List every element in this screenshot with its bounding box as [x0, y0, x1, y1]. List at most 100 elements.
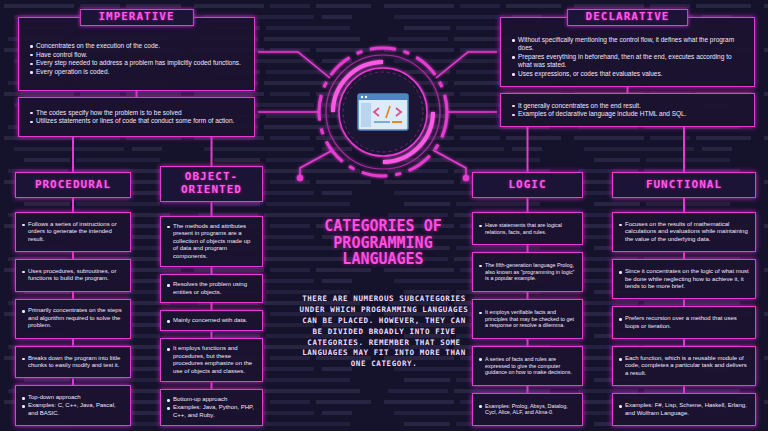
bullet-text: Top-down approach: [21, 394, 125, 402]
text-holder: A series of facts and rules are expresse…: [473, 351, 582, 380]
bullet-text: Mainly concerned with data.: [166, 317, 257, 325]
bullet-text: Resolves the problem using entities or o…: [166, 281, 257, 296]
center-emblem: [319, 48, 447, 176]
bullet-text: Examples: F#, Lisp, Scheme, Haskell, Erl…: [618, 402, 750, 417]
bullet-text: Prefers recursion over a method that use…: [618, 315, 750, 330]
bullet-text: Examples of declarative language include…: [511, 110, 746, 118]
text-holder: The methods and attributes present in pr…: [161, 218, 262, 265]
diagram-title: CATEGORIES OF PROGRAMMING LANGUAGES: [318, 218, 448, 268]
feature-box: Resolves the problem using entities or o…: [160, 274, 263, 303]
bullet-text: Follows a series of instructions or orde…: [21, 221, 125, 244]
bullet-text: Uses expressions, or codes that evaluate…: [511, 70, 746, 78]
connector-line: [211, 382, 213, 389]
feature-box: Mainly concerned with data.: [160, 310, 263, 331]
feature-box: It employs functions and procedures, but…: [160, 338, 263, 382]
bullet-text: Uses procedures, subroutines, or functio…: [21, 268, 125, 283]
bullet-text: It employs functions and procedures, but…: [166, 345, 257, 375]
bullet-text: Have statements that are logical relatio…: [478, 222, 577, 236]
text-holder: Follows a series of instructions or orde…: [16, 216, 130, 248]
connector-line: [527, 339, 529, 346]
text-holder: Mainly concerned with data.: [161, 312, 262, 329]
text-holder: Bottom-up approachExamples: Java, Python…: [161, 392, 262, 424]
connector-line: [72, 137, 74, 172]
connector-line: [683, 386, 685, 393]
code-window-icon: [358, 94, 408, 130]
subcategory-tab: LOGIC: [472, 172, 583, 198]
feature-box: Primarily concentrates on the steps and …: [15, 299, 131, 339]
category-panel: DECLARATIVEWithout specifically mentioni…: [500, 17, 755, 87]
feature-box: Uses procedures, subroutines, or functio…: [15, 259, 131, 292]
text-holder: Focuses on the results of mathematical c…: [613, 216, 755, 248]
bullet-text: The codes specify how the problem is to …: [29, 109, 246, 117]
feature-box: Top-down approachExamples: C, C++, Java,…: [15, 385, 131, 426]
feature-box: Examples: Prolog, Absys, Datalog, Cycl, …: [472, 393, 583, 426]
heading-text: LOGIC: [477, 179, 578, 192]
bullet-text: Since it concentrates on the logic of wh…: [618, 268, 750, 291]
feature-box: It employs verifiable facts and principl…: [472, 299, 583, 339]
feature-box: Bottom-up approachExamples: Java, Python…: [160, 389, 263, 426]
feature-box: Have statements that are logical relatio…: [472, 212, 583, 245]
text-holder: FUNCTIONAL: [613, 176, 755, 195]
feature-box: A series of facts and rules are expresse…: [472, 346, 583, 386]
text-holder: OBJECT-ORIENTED: [161, 168, 262, 199]
bullet-text: A series of facts and rules are expresse…: [478, 356, 577, 376]
feature-box: The fifth-generation language Prolog, al…: [472, 252, 583, 292]
bullet-text: Focuses on the results of mathematical c…: [618, 221, 750, 244]
subcategory-tab: PROCEDURAL: [15, 172, 131, 198]
text-holder: Primarily concentrates on the steps and …: [16, 303, 130, 335]
connector-line: [683, 299, 685, 306]
bullet-text: Utilizes statements or lines of code tha…: [29, 117, 246, 125]
feature-box: Prefers recursion over a method that use…: [612, 306, 756, 339]
bullet-text: Primarily concentrates on the steps and …: [21, 307, 125, 330]
connector-line: [211, 331, 213, 338]
heading-text: PROCEDURAL: [20, 179, 126, 192]
subcategory-tab: FUNCTIONAL: [612, 172, 756, 198]
bullet-text: Without specifically mentioning the cont…: [511, 36, 746, 52]
connector-line: [683, 252, 685, 259]
bullet-text: The fifth-generation language Prolog, al…: [478, 262, 577, 282]
connector-line: [527, 386, 529, 393]
feature-box: Examples: F#, Lisp, Scheme, Haskell, Erl…: [612, 393, 756, 426]
bullet-text: Examples: Prolog, Absys, Datalog, Cycl, …: [478, 403, 577, 417]
connector-line: [683, 198, 685, 212]
heading-text: IMPERATIVE: [98, 11, 174, 24]
bullet-text: Each function, which is a reusable modul…: [618, 355, 750, 378]
connector-line: [683, 339, 685, 346]
text-holder: Top-down approachExamples: C, C++, Java,…: [16, 390, 130, 422]
text-holder: Uses procedures, subroutines, or functio…: [16, 263, 130, 287]
text-holder: Without specifically mentioning the cont…: [501, 21, 754, 84]
connector-line: [683, 127, 685, 172]
heading-text: OBJECT-ORIENTED: [165, 171, 258, 196]
heading-tab: DECLARATIVE: [567, 9, 689, 26]
feature-box: Follows a series of instructions or orde…: [15, 212, 131, 252]
connector-line: [527, 245, 529, 252]
bullet-text: Examples: C, C++, Java, Pascal, and BASI…: [21, 402, 125, 417]
text-holder: Prefers recursion over a method that use…: [613, 311, 755, 335]
connector-line: [72, 252, 74, 259]
heading-text: FUNCTIONAL: [617, 179, 751, 192]
feature-box: Each function, which is a reusable modul…: [612, 346, 756, 386]
feature-box: The methods and attributes present in pr…: [160, 216, 263, 267]
text-holder: Since it concentrates on the logic of wh…: [613, 264, 755, 296]
bullet-text: It employs verifiable facts and principl…: [478, 309, 577, 329]
text-holder: Resolves the problem using entities or o…: [161, 277, 262, 301]
bullet-text: Concentrates on the execution of the cod…: [29, 42, 246, 50]
text-holder: Each function, which is a reusable modul…: [613, 350, 755, 382]
connector-line: [211, 303, 213, 310]
bullet-text: Prepares everything in beforehand, then …: [511, 53, 746, 69]
circuit-lines: [258, 52, 497, 181]
connector-line: [72, 292, 74, 299]
connector-line: [211, 137, 213, 166]
feature-box: Breaks down the program into little chun…: [15, 346, 131, 379]
connector-line: [527, 292, 529, 299]
bullet-text: It generally concentrates on the end res…: [511, 102, 746, 110]
text-holder: It employs verifiable facts and principl…: [473, 304, 582, 333]
text-holder: It generally concentrates on the end res…: [501, 96, 754, 124]
bullet-text: The methods and attributes present in pr…: [166, 223, 257, 261]
connector-line: [527, 198, 529, 212]
text-holder: The codes specify how the problem is to …: [19, 103, 254, 131]
bullet-text: Have control flow.: [29, 51, 246, 59]
diagram-caption: THERE ARE NUMEROUS SUBCATEGORIES UNDER W…: [296, 294, 472, 370]
category-panel: IMPERATIVEConcentrates on the execution …: [18, 17, 255, 91]
